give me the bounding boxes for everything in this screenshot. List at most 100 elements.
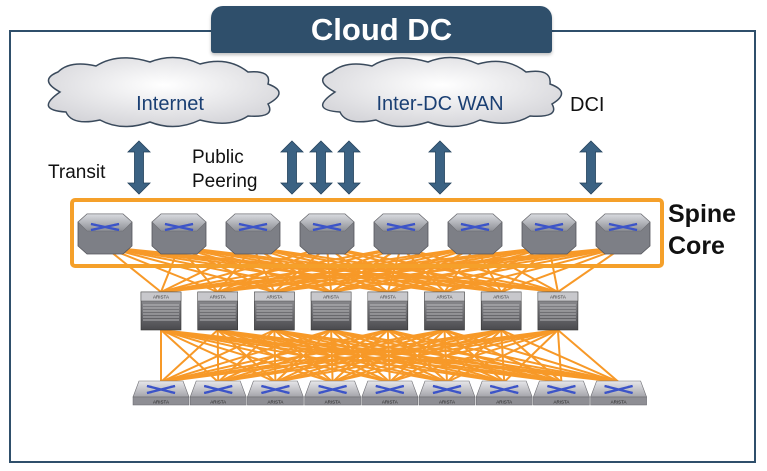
bidirectional-arrow-icon [428,140,452,195]
chassis-leaf-link [160,329,219,383]
chassis-leaf-link [160,329,445,383]
spine-chassis-link [160,246,476,293]
spine-chassis-link [330,246,476,293]
leaf-switch-icon: ARISTA [361,380,419,406]
arista-brand-text: ARISTA [380,295,396,300]
spine-switch-icon [299,213,355,255]
arista-brand-text: ARISTA [611,400,627,405]
inter-dc-wan-cloud [322,56,563,128]
chassis-leaf-link [160,329,389,383]
title-tab: Cloud DC [211,6,552,53]
chassis-leaf-link [275,329,559,383]
chassis-leaf-link [503,329,559,383]
spine-chassis-link [160,246,328,293]
arista-brand-text: ARISTA [325,400,341,405]
bidirectional-arrow-icon [579,140,603,195]
arista-brand-text: ARISTA [439,400,455,405]
spine-switch-icon [521,213,577,255]
spine-chassis-link [387,246,624,293]
chassis-switch-icon: ARISTA [367,291,409,331]
leaf-switch-icon: ARISTA [590,380,648,406]
spine-chassis-link [387,246,476,293]
transit-label: Transit [48,162,106,183]
spine-switch-icon [151,213,207,255]
spine-chassis-link [178,246,559,293]
chassis-switch-icon: ARISTA [140,291,182,331]
spine-chassis-link [160,246,180,293]
chassis-leaf-link [556,329,563,383]
spine-chassis-link [160,246,402,293]
leaf-switch-icon: ARISTA [418,380,476,406]
arista-brand-text: ARISTA [323,295,339,300]
dci-label: DCI [570,94,605,116]
bidirectional-arrow-icon [127,140,151,195]
internet-cloud-label: Internet [136,93,204,115]
chassis-switch-icon: ARISTA [424,291,465,331]
inter-dc-wan-cloud-label: Inter-DC WAN [376,93,504,115]
chassis-leaf-link [218,329,559,383]
spine-chassis-link [330,246,624,293]
spine-core-label-line2: Core [668,232,725,260]
arista-brand-text: ARISTA [382,400,398,405]
chassis-leaf-link [160,329,559,383]
spine-chassis-link [557,246,624,293]
spine-chassis-link [444,246,624,293]
leaf-switch-icon: ARISTA [475,380,533,406]
arista-brand-text: ARISTA [550,295,566,300]
spine-core-label-line1: Spine [668,200,737,228]
chassis-switch-icon: ARISTA [310,291,352,331]
spine-chassis-link [274,246,476,293]
internet-cloud [47,56,280,128]
spine-chassis-link [274,246,402,293]
leaf-switch-icon: ARISTA [304,380,362,406]
public-peering-label-line2: Peering [192,171,258,192]
chassis-switch-icon: ARISTA [537,291,579,331]
spine-core-highlight [70,198,664,268]
chassis-switch-icon: ARISTA [480,291,522,331]
arista-brand-text: ARISTA [493,295,509,300]
spine-switch-icon [225,213,281,255]
spine-chassis-link [104,246,162,293]
arista-brand-text: ARISTA [153,295,169,300]
spine-chassis-link [500,246,624,293]
leaf-switch-icon: ARISTA [246,380,304,406]
leaf-switch-icon: ARISTA [189,380,247,406]
bidirectional-arrow-icon [337,140,361,195]
chassis-leaf-link [160,329,332,383]
arista-brand-text: ARISTA [153,400,169,405]
spine-chassis-link [274,246,624,293]
arista-brand-text: ARISTA [210,295,226,300]
arista-brand-text: ARISTA [266,295,282,300]
chassis-leaf-link [160,329,502,383]
spine-chassis-link [160,246,624,293]
leaf-switch-icon: ARISTA [132,380,190,406]
arista-brand-text: ARISTA [553,400,569,405]
spine-switch-icon [595,213,651,255]
arista-brand-text: ARISTA [267,400,283,405]
chassis-leaf-link [332,329,559,383]
chassis-leaf-link [446,329,559,383]
spine-switch-icon [373,213,429,255]
chassis-switch-icon: ARISTA [197,291,238,331]
arista-brand-text: ARISTA [210,400,226,405]
spine-chassis-link [444,246,550,293]
leaf-switch-icon: ARISTA [532,380,590,406]
spine-chassis-link [443,246,476,293]
spine-switch-icon [447,213,503,255]
bidirectional-arrow-icon [309,140,333,195]
spine-chassis-link [330,246,550,293]
spine-chassis-link [330,246,402,293]
spine-chassis-link [160,246,254,293]
arista-brand-text: ARISTA [437,295,453,300]
chassis-leaf-link [160,329,275,383]
spine-chassis-link [217,246,624,293]
chassis-leaf-link [389,329,559,383]
chassis-switch-icon: ARISTA [254,291,295,331]
arista-brand-text: ARISTA [496,400,512,405]
spine-chassis-link [160,246,550,293]
spine-switch-icon [77,213,133,255]
spine-chassis-link [387,246,550,293]
chassis-leaf-link [557,329,620,383]
bidirectional-arrow-icon [280,140,304,195]
